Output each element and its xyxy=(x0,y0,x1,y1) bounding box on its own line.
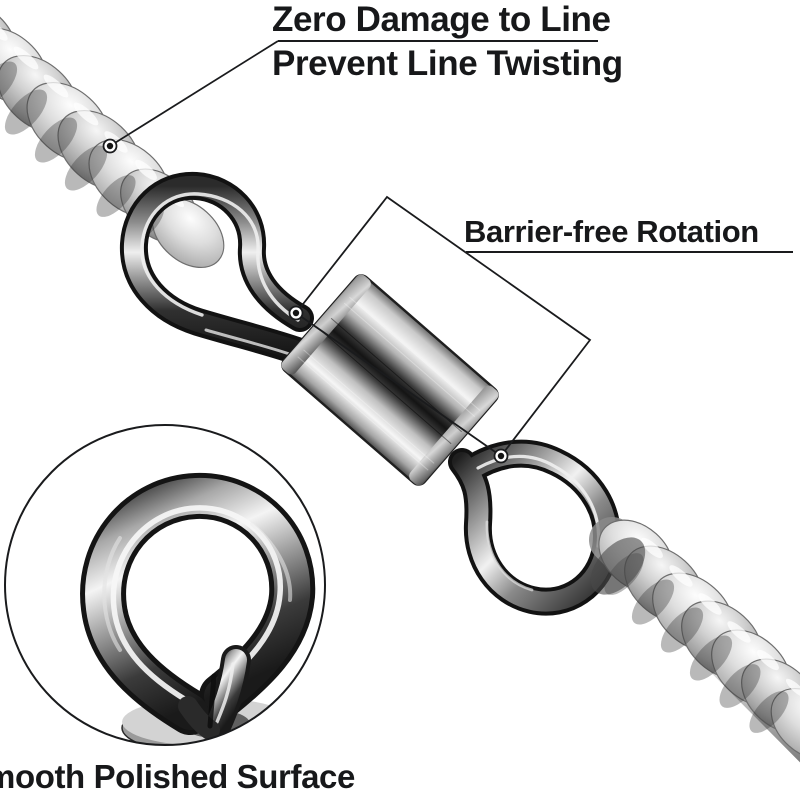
underline-zero-damage xyxy=(278,40,598,42)
swivel-barrel xyxy=(281,274,499,486)
callout-label-barrier-free-rotation: Barrier-free Rotation xyxy=(464,214,759,249)
callout-label-prevent-twisting: Prevent Line Twisting xyxy=(272,44,623,83)
magnifier-inset xyxy=(4,424,326,746)
coiled-sleeve-bottom-right xyxy=(589,517,800,763)
underline-barrier-free xyxy=(466,251,793,253)
leader-line-zero-damage xyxy=(109,40,279,147)
leader-dot-barrier-lower xyxy=(493,448,509,464)
swivel-eye-loop-lower xyxy=(448,439,621,616)
callout-label-zero-damage: Zero Damage to Line xyxy=(272,0,611,39)
coiled-sleeve-top-left xyxy=(0,0,225,269)
leader-dot-zero-damage xyxy=(102,138,118,154)
leader-dot-barrier-upper xyxy=(288,305,304,321)
swivel-eye-loop-upper xyxy=(119,171,314,366)
leader-dots xyxy=(102,138,509,464)
callout-label-smooth-polished-surface: mooth Polished Surface xyxy=(0,758,355,795)
